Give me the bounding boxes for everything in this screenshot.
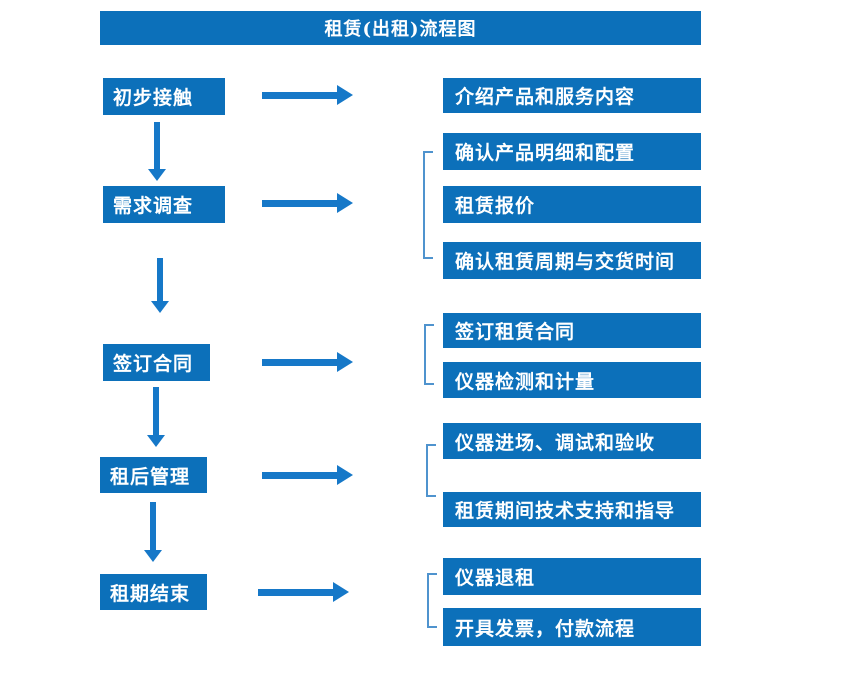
right-arrow-head: [337, 85, 353, 105]
detail-instrument-return: 仪器退租: [443, 558, 701, 595]
right-arrow-head: [337, 465, 353, 485]
detail-rental-technical-support: 租赁期间技术支持和指导: [443, 492, 701, 527]
right-arrow-icon-4: [262, 464, 353, 486]
down-arrow-shaft: [150, 502, 156, 550]
step-post-rental-management: 租后管理: [100, 457, 207, 493]
right-arrow-icon-2: [262, 192, 353, 214]
step-rental-end: 租期结束: [100, 574, 207, 610]
down-arrow-head: [148, 169, 166, 181]
detail-invoice-payment-process: 开具发票，付款流程: [443, 608, 701, 646]
down-arrow-shaft: [157, 258, 163, 301]
step-sign-contract: 签订合同: [103, 344, 210, 381]
down-arrow-icon-4: [144, 502, 162, 562]
right-arrow-icon-5: [258, 581, 349, 603]
down-arrow-shaft: [154, 122, 160, 169]
down-arrow-icon-3: [147, 387, 165, 447]
flowchart-title: 租赁(出租)流程图: [100, 11, 701, 45]
right-arrow-head: [337, 193, 353, 213]
right-arrow-shaft: [258, 588, 333, 596]
step-demand-survey: 需求调查: [103, 186, 225, 223]
detail-confirm-product-config: 确认产品明细和配置: [443, 133, 701, 170]
right-arrow-head: [333, 582, 349, 602]
group-bracket-rental-end: [427, 573, 437, 628]
detail-sign-rental-contract: 签订租赁合同: [443, 313, 701, 348]
down-arrow-head: [151, 301, 169, 313]
group-bracket-post-rental: [426, 444, 436, 497]
right-arrow-head: [337, 352, 353, 372]
group-bracket-demand-survey: [423, 151, 433, 259]
group-bracket-sign-contract: [424, 324, 434, 385]
step-initial-contact: 初步接触: [103, 78, 225, 115]
detail-introduce-products-services: 介绍产品和服务内容: [443, 78, 701, 113]
right-arrow-shaft: [262, 471, 337, 479]
right-arrow-icon-1: [262, 84, 353, 106]
right-arrow-shaft: [262, 91, 337, 99]
down-arrow-shaft: [153, 387, 159, 435]
detail-instrument-testing-metering: 仪器检测和计量: [443, 362, 701, 398]
detail-confirm-rental-period-delivery: 确认租赁周期与交货时间: [443, 242, 701, 279]
detail-rental-quotation: 租赁报价: [443, 186, 701, 223]
right-arrow-shaft: [262, 199, 337, 207]
down-arrow-icon-2: [151, 258, 169, 313]
down-arrow-icon-1: [148, 122, 166, 181]
down-arrow-head: [147, 435, 165, 447]
down-arrow-head: [144, 550, 162, 562]
right-arrow-shaft: [262, 358, 337, 366]
detail-instrument-setup-acceptance: 仪器进场、调试和验收: [443, 423, 701, 459]
right-arrow-icon-3: [262, 351, 353, 373]
